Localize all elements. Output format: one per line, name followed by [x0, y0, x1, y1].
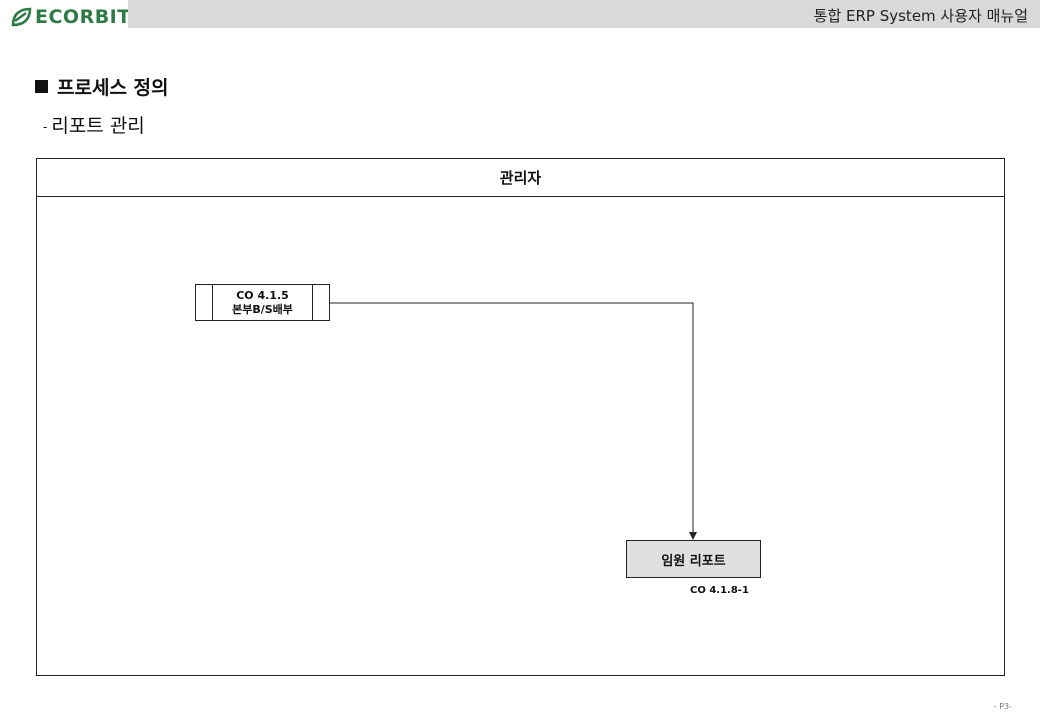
page-number: - P3-: [993, 702, 1012, 711]
ecorbit-logo: ECORBIT: [10, 5, 131, 29]
process-box-text: CO 4.1.5 본부B/S배부: [213, 289, 312, 317]
sub-heading-text: 리포트 관리: [51, 115, 145, 137]
section-heading: 프로세스 정의: [35, 73, 169, 100]
connector-line: [330, 302, 694, 533]
square-bullet-icon: [35, 80, 48, 93]
process-box-right-bar: [312, 285, 313, 320]
report-code: CO 4.1.8-1: [690, 585, 749, 596]
logo-text: ECORBIT: [35, 6, 131, 28]
document-title: 통합 ERP System 사용자 매뉴얼: [813, 7, 1028, 25]
report-box: 임원 리포트: [626, 540, 761, 578]
swimlane-role-label: 관리자: [499, 169, 542, 187]
sub-heading: -리포트 관리: [43, 111, 145, 138]
report-label: 임원 리포트: [661, 553, 726, 569]
sub-heading-dash: -: [43, 119, 48, 134]
process-box-left-bar: [212, 285, 213, 320]
header-bar: 통합 ERP System 사용자 매뉴얼: [128, 0, 1040, 28]
process-box-source: CO 4.1.5 본부B/S배부: [195, 284, 330, 321]
swimlane: 관리자: [36, 158, 1005, 676]
section-heading-text: 프로세스 정의: [57, 77, 169, 99]
ecorbit-leaf-logo-icon: [11, 7, 32, 27]
process-label: 본부B/S배부: [232, 303, 293, 316]
arrow-down-icon: [689, 532, 697, 540]
process-code: CO 4.1.5: [236, 289, 289, 302]
swimlane-header: 관리자: [37, 159, 1004, 197]
